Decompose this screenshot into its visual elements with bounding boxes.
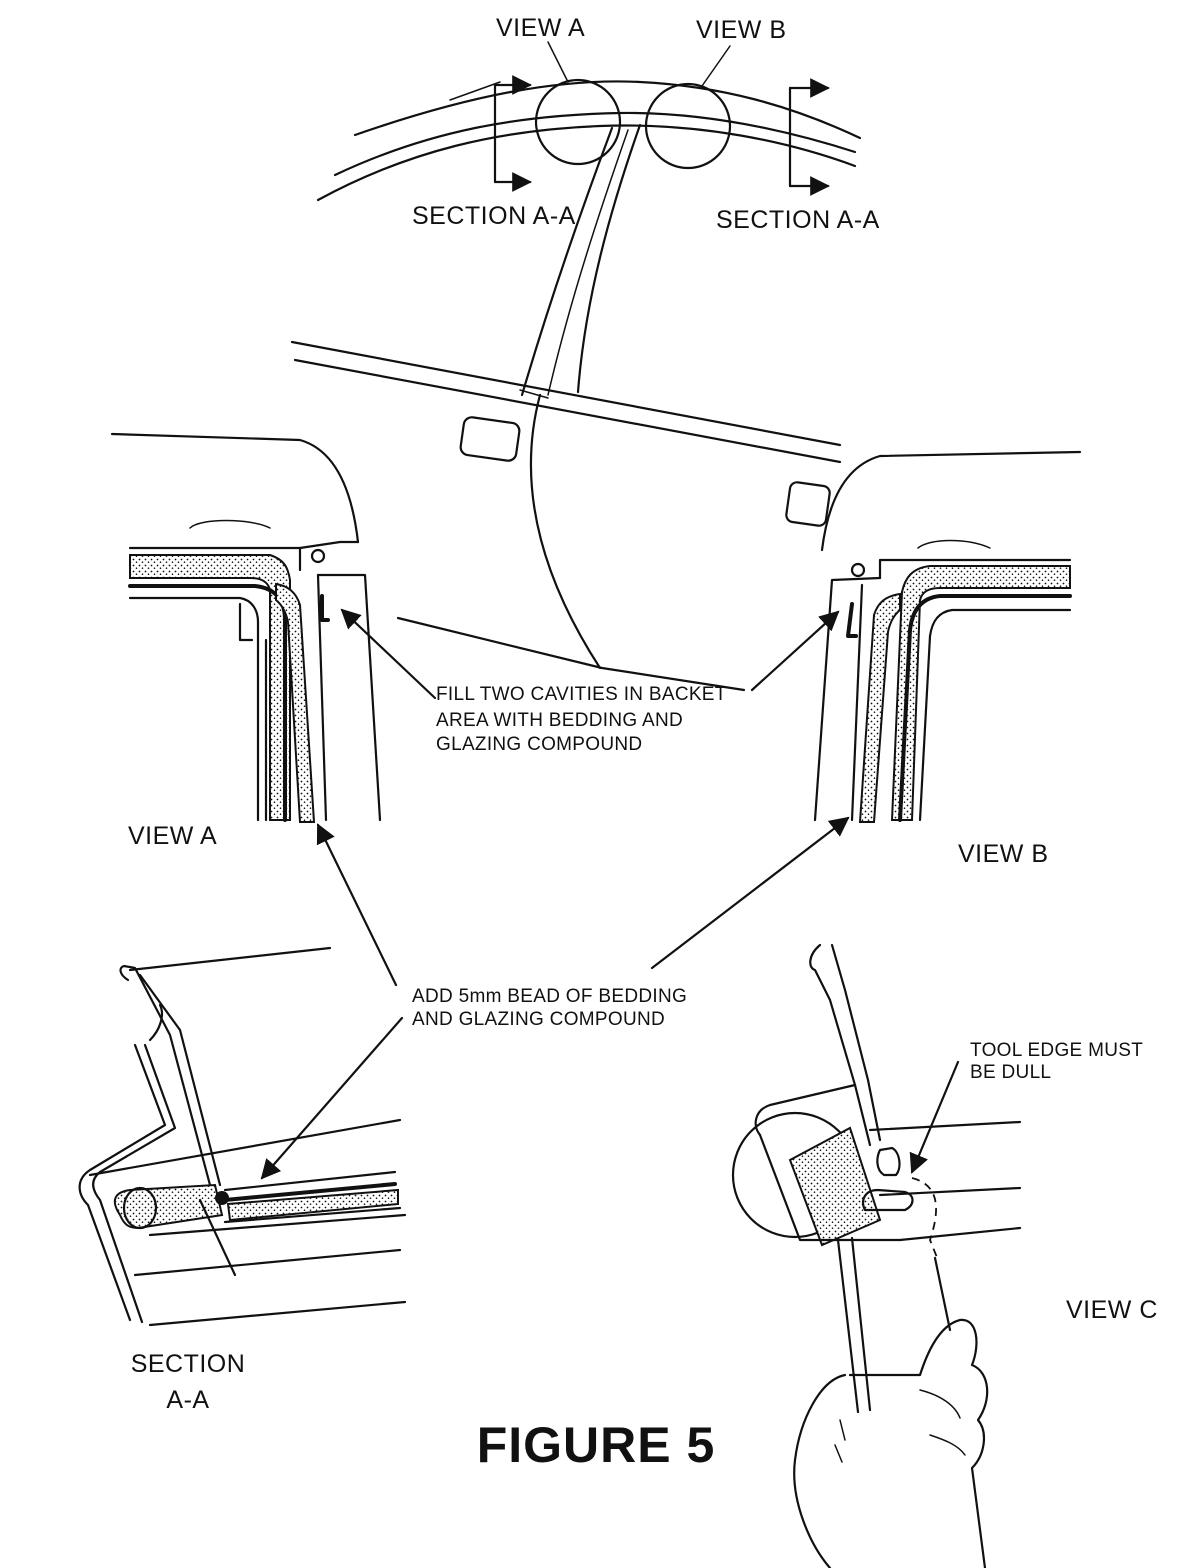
tool-edge-line-2: BE DULL xyxy=(970,1062,1051,1083)
view-b-top-label: VIEW B xyxy=(696,16,787,44)
roof-overview-drawing xyxy=(290,41,862,670)
fill-cavities-line-2: AREA WITH BEDDING AND xyxy=(436,710,683,731)
add-bead-line-2: AND GLAZING COMPOUND xyxy=(412,1009,665,1030)
tool-edge-line-1: TOOL EDGE MUST xyxy=(970,1040,1143,1061)
view-c-label: VIEW C xyxy=(1066,1296,1158,1324)
view-b-label: VIEW B xyxy=(958,840,1049,868)
fill-cavities-line-1: FILL TWO CAVITIES IN BACKET xyxy=(436,684,727,705)
section-bottom-line-2: A-A xyxy=(166,1386,209,1414)
callout-leaders xyxy=(260,608,960,1180)
figure-title: FIGURE 5 xyxy=(477,1417,716,1473)
view-a-drawing xyxy=(110,432,382,823)
view-a-top-label: VIEW A xyxy=(496,14,585,42)
view-c-drawing xyxy=(731,943,1022,1568)
section-aa-right-label: SECTION A-A xyxy=(716,206,880,234)
view-a-label: VIEW A xyxy=(128,822,217,850)
section-aa-drawing xyxy=(78,946,407,1327)
view-b-drawing xyxy=(813,450,1082,823)
section-bottom-line-1: SECTION xyxy=(131,1350,246,1378)
section-aa-left-label: SECTION A-A xyxy=(412,202,576,230)
fill-cavities-line-3: GLAZING COMPOUND xyxy=(436,734,642,755)
add-bead-line-1: ADD 5mm BEAD OF BEDDING xyxy=(412,986,687,1007)
